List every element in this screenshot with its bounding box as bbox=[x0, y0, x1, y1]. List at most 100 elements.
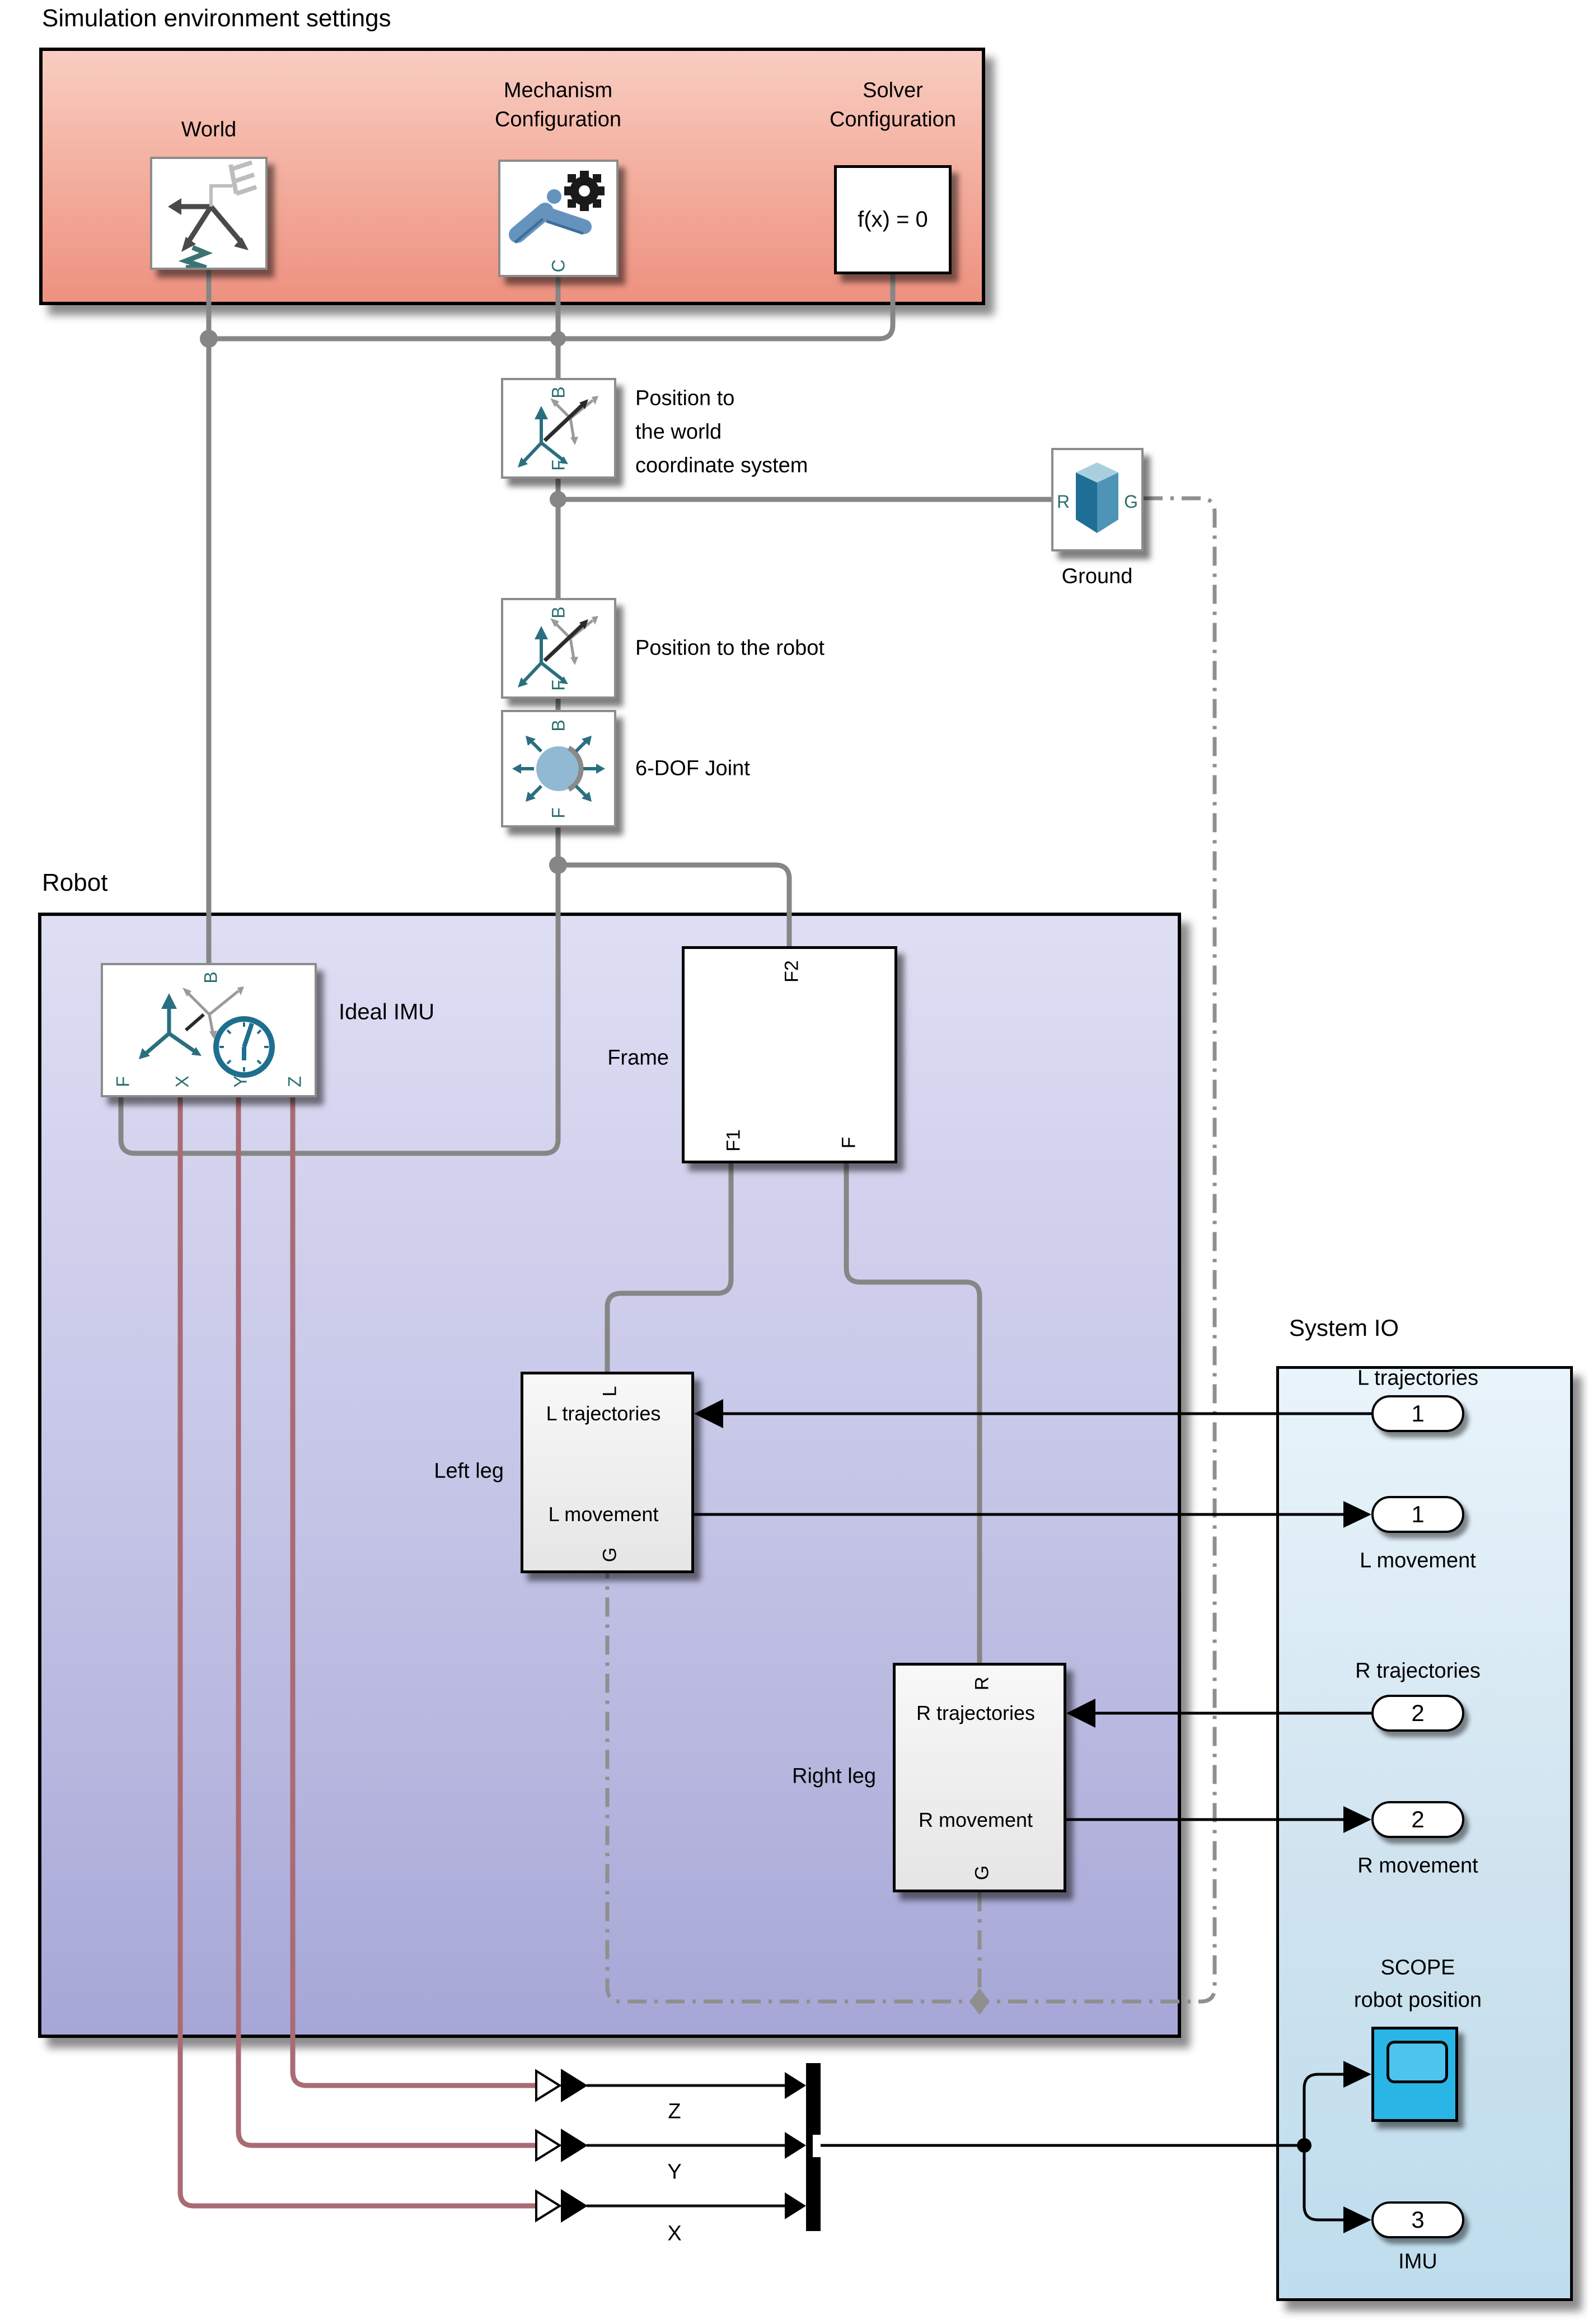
mechanism-label-2: Configuration bbox=[494, 107, 622, 132]
leftleg-row-movement: L movement bbox=[548, 1503, 659, 1526]
dashdot-ground-to-leftleg[interactable] bbox=[605, 496, 1217, 2004]
scope-label-1: SCOPE bbox=[1380, 1956, 1455, 1980]
six-dof-joint-block[interactable]: B F bbox=[501, 710, 616, 827]
world-block[interactable] bbox=[150, 157, 268, 270]
outport-1-l-movement[interactable]: 1 bbox=[1371, 1496, 1464, 1533]
wire-joint-to-imu-f[interactable] bbox=[118, 865, 561, 1156]
frame-port-f1: F1 bbox=[723, 1129, 744, 1152]
junction-dot-ground-branch bbox=[550, 491, 566, 508]
arrow-into-lmove-port bbox=[1343, 1501, 1371, 1528]
frame-label: Frame bbox=[607, 1046, 669, 1070]
wire-bus-to-solver[interactable] bbox=[209, 274, 896, 342]
sysio-rmove-label: R movement bbox=[1357, 1854, 1478, 1878]
wire-imu-y[interactable] bbox=[236, 1097, 536, 2148]
posworld-port-f: F bbox=[548, 460, 569, 471]
imu-port-f: F bbox=[113, 1076, 133, 1087]
solver-label-1: Solver bbox=[863, 78, 923, 102]
ideal-imu-block[interactable]: B F X Y Z bbox=[101, 963, 317, 1097]
wire-to-scope[interactable] bbox=[1303, 2073, 1345, 2145]
ground-label: Ground bbox=[1061, 564, 1133, 588]
mux-arrow-x bbox=[785, 2192, 806, 2219]
outport-3-imu[interactable]: 3 bbox=[1371, 2201, 1464, 2238]
wire-frame-f1-to-leftleg[interactable] bbox=[605, 1163, 734, 1372]
ground-icon bbox=[1076, 462, 1118, 533]
position-to-robot-block[interactable]: B F bbox=[501, 598, 616, 699]
junction-diamond-dashdot bbox=[969, 1988, 990, 2015]
solver-configuration-block[interactable]: f(x) = 0 bbox=[834, 165, 952, 274]
rightleg-port-r: R bbox=[971, 1676, 993, 1691]
leftleg-port-l: L bbox=[599, 1386, 621, 1397]
conversion-solid-arrow-x bbox=[561, 2189, 588, 2223]
ground-port-r: R bbox=[1057, 492, 1070, 512]
ground-block[interactable]: R G bbox=[1051, 448, 1144, 551]
left-leg-block[interactable]: L L trajectories L movement G bbox=[521, 1372, 694, 1573]
leftleg-port-g: G bbox=[599, 1547, 621, 1563]
posworld-label-2: the world bbox=[635, 420, 722, 444]
conversion-hollow-arrow-z bbox=[535, 2069, 562, 2102]
leftleg-label: Left leg bbox=[434, 1459, 504, 1483]
junction-dot-joint-branch bbox=[549, 856, 567, 874]
posrobot-port-f: F bbox=[548, 680, 569, 691]
wire-to-imu-out[interactable] bbox=[1303, 2145, 1345, 2222]
six-dof-joint-icon bbox=[512, 736, 605, 802]
imu-port-z: Z bbox=[284, 1076, 305, 1087]
joint-port-f: F bbox=[548, 807, 569, 819]
position-to-world-block[interactable]: B F bbox=[501, 378, 616, 479]
imu-port-b: B bbox=[200, 971, 221, 984]
arrow-into-leftleg bbox=[694, 1399, 723, 1428]
outport-2-r-movement[interactable]: 2 bbox=[1371, 1801, 1464, 1838]
wire-imu-z[interactable] bbox=[290, 1097, 536, 2088]
ground-port-g: G bbox=[1124, 492, 1138, 512]
mechanism-port-label: C bbox=[548, 259, 568, 273]
ideal-imu-icon bbox=[139, 986, 275, 1078]
outport-2-number: 2 bbox=[1411, 1806, 1425, 1832]
leftleg-row-trajectories: L trajectories bbox=[546, 1402, 661, 1425]
outport-1-number: 1 bbox=[1411, 1501, 1425, 1527]
solver-expression: f(x) = 0 bbox=[858, 207, 928, 232]
robot-title: Robot bbox=[42, 869, 108, 896]
posworld-port-b: B bbox=[548, 386, 569, 399]
imu-port-x: X bbox=[172, 1076, 193, 1088]
transform-icon bbox=[518, 396, 598, 467]
rightleg-label: Right leg bbox=[792, 1764, 876, 1788]
arrow-into-imu-port bbox=[1343, 2206, 1371, 2233]
env-title: Simulation environment settings bbox=[42, 4, 391, 32]
imu-label: Ideal IMU bbox=[339, 999, 435, 1025]
scope-label-2: robot position bbox=[1353, 1988, 1482, 2012]
world-label: World bbox=[181, 118, 237, 142]
junction-dot-mechanism-bus bbox=[550, 331, 566, 347]
mechanism-configuration-block[interactable]: C bbox=[498, 160, 619, 277]
joint-label: 6-DOF Joint bbox=[635, 756, 750, 780]
signal-label-y: Y bbox=[667, 2160, 682, 2184]
scope-block[interactable] bbox=[1371, 2027, 1458, 2122]
wire-frame-f-to-rightleg[interactable] bbox=[844, 1163, 982, 1663]
conversion-hollow-arrow-x bbox=[535, 2189, 562, 2223]
junction-dot-scope-branch bbox=[1297, 2138, 1311, 2153]
arrow-into-rmove-port bbox=[1343, 1806, 1371, 1833]
junction-dot-world-bus bbox=[200, 330, 218, 348]
rightleg-port-g: G bbox=[971, 1865, 993, 1881]
world-icon bbox=[168, 160, 257, 270]
posworld-label-3: coordinate system bbox=[635, 453, 808, 478]
sysio-ltraj-label: L trajectories bbox=[1357, 1366, 1479, 1390]
signal-label-z: Z bbox=[668, 2099, 681, 2124]
wire-imu-x[interactable] bbox=[177, 1097, 536, 2209]
sysio-title: System IO bbox=[1289, 1315, 1399, 1341]
frame-block[interactable]: F2 F1 F bbox=[682, 946, 897, 1163]
sysio-rtraj-label: R trajectories bbox=[1355, 1659, 1481, 1683]
wire-joint-to-frame[interactable] bbox=[558, 862, 792, 946]
inport-1-number: 1 bbox=[1411, 1400, 1425, 1427]
outport-3-number: 3 bbox=[1411, 2206, 1425, 2233]
frame-port-f2: F2 bbox=[781, 960, 803, 983]
frame-port-f: F bbox=[838, 1137, 860, 1149]
signal-conversion-glyphs bbox=[535, 2069, 588, 2223]
solver-label-2: Configuration bbox=[829, 107, 957, 132]
imu-port-y: Y bbox=[230, 1076, 251, 1088]
transform-icon bbox=[518, 616, 598, 688]
right-leg-block[interactable]: R R trajectories R movement G bbox=[893, 1663, 1066, 1892]
inport-1-l-trajectories[interactable]: 1 bbox=[1371, 1395, 1464, 1432]
inport-2-r-trajectories[interactable]: 2 bbox=[1371, 1695, 1464, 1732]
conversion-solid-arrow-z bbox=[561, 2069, 588, 2102]
